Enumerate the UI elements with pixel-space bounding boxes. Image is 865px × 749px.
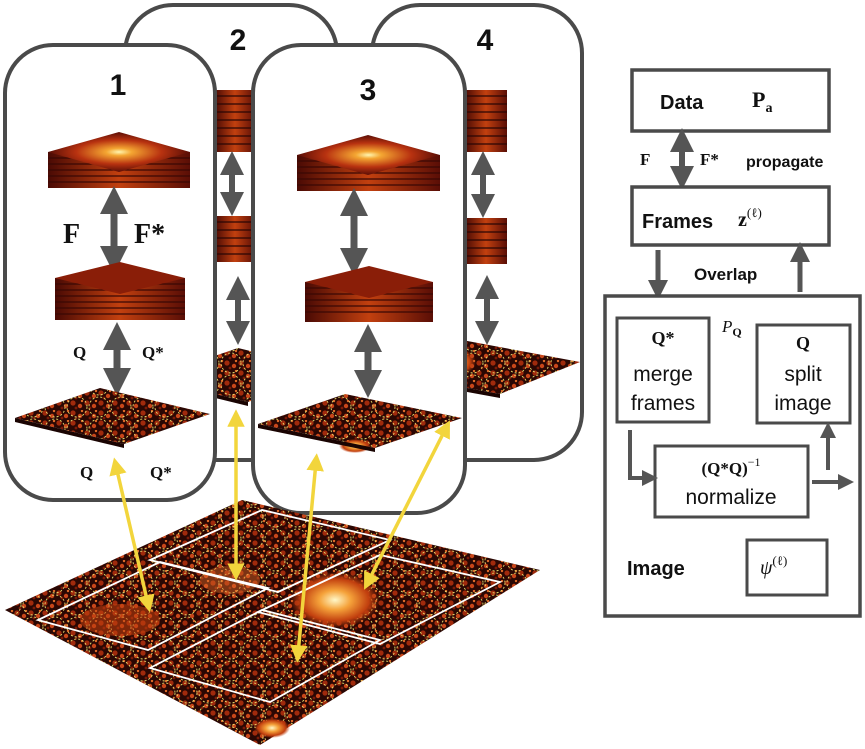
reconstructed-image <box>5 500 540 745</box>
svg-text:PQ: PQ <box>721 317 742 339</box>
merge-box-line2: frames <box>631 392 695 415</box>
merge-box-symbol: Q* <box>651 328 674 348</box>
yellow-arrow-3 <box>290 453 324 663</box>
panel-2-number: 2 <box>230 24 247 57</box>
panel-1-fstar-label: F* <box>134 219 165 250</box>
split-box: Q split image <box>755 323 852 425</box>
split-box-symbol: Q <box>796 333 810 353</box>
panel-4-stack-top <box>465 90 507 152</box>
psi-symbol-sup: (ℓ) <box>772 553 787 568</box>
panel-3-frame-stack <box>305 266 433 322</box>
overlap-label: Overlap <box>694 265 757 284</box>
split-box-line1: split <box>784 363 822 386</box>
merge-box-line1: merge <box>633 363 693 386</box>
normalize-exponent: −1 <box>748 455 761 469</box>
panel-1-q-bottom: Q <box>80 463 93 482</box>
yellow-arrow-4 <box>364 420 450 590</box>
edge-propagate-label: propagate <box>746 154 823 171</box>
split-box-line2: image <box>774 392 831 415</box>
panel-4-number: 4 <box>477 24 494 57</box>
panel-1-diffraction-stack <box>48 132 190 188</box>
panel-4-stack-mid <box>465 218 507 264</box>
normalize-label: normalize <box>685 486 776 509</box>
frames-box: Frames z(ℓ) <box>630 185 831 247</box>
panel-1: 1 F F* Q Q* Q Q* <box>3 43 217 502</box>
overlap-arrows <box>109 409 450 663</box>
panel-1-f-label: F <box>63 219 80 250</box>
panel-1-number: 1 <box>110 69 127 102</box>
frames-box-symbol: z <box>738 209 747 231</box>
svg-text:z(ℓ): z(ℓ) <box>738 205 762 231</box>
data-box: Data Pa <box>630 68 831 133</box>
psi-symbol: ψ <box>760 557 773 579</box>
normalize-box: (Q*Q)−1 normalize <box>653 444 810 519</box>
arrow-merge-normalize <box>628 430 658 486</box>
panel-1-frame-stack <box>55 262 185 320</box>
psi-box: ψ(ℓ) <box>745 538 829 597</box>
svg-text:Pa: Pa <box>752 87 772 116</box>
data-box-label: Data <box>660 92 704 114</box>
panel-3-diffraction-stack <box>297 135 440 191</box>
edge-fstar-label: F* <box>700 150 719 169</box>
data-box-symbol-sub: a <box>765 101 772 116</box>
panel-1-qstar-label: Q* <box>142 343 164 362</box>
flowchart: Data Pa F F* propagate Frames z(ℓ) Overl… <box>603 68 862 618</box>
svg-text:ψ(ℓ): ψ(ℓ) <box>760 553 787 579</box>
normalize-formula: (Q*Q) <box>701 459 747 478</box>
pq-sub: Q <box>732 325 741 339</box>
frames-box-symbol-sup: (ℓ) <box>747 205 762 220</box>
svg-text:(Q*Q)−1: (Q*Q)−1 <box>701 455 760 478</box>
panel-2-stack-top <box>215 90 255 152</box>
data-box-symbol: P <box>752 87 765 112</box>
panel-3-number: 3 <box>360 74 377 107</box>
overlap-box: PQ Q* merge frames Q split image (Q*Q)−1… <box>603 294 862 618</box>
panel-1-qstar-bottom: Q* <box>150 463 172 482</box>
yellow-arrow-1 <box>109 457 155 613</box>
panel-3: 3 <box>251 43 467 515</box>
panel-2-stack-mid <box>215 216 255 262</box>
frames-box-label: Frames <box>642 211 713 233</box>
image-label: Image <box>627 558 685 580</box>
edge-f-label: F <box>640 150 650 169</box>
panel-1-image-slice <box>15 388 210 448</box>
panel-1-q-label: Q <box>73 343 86 362</box>
pq-symbol: P <box>721 317 732 336</box>
merge-box: Q* merge frames <box>615 316 711 424</box>
